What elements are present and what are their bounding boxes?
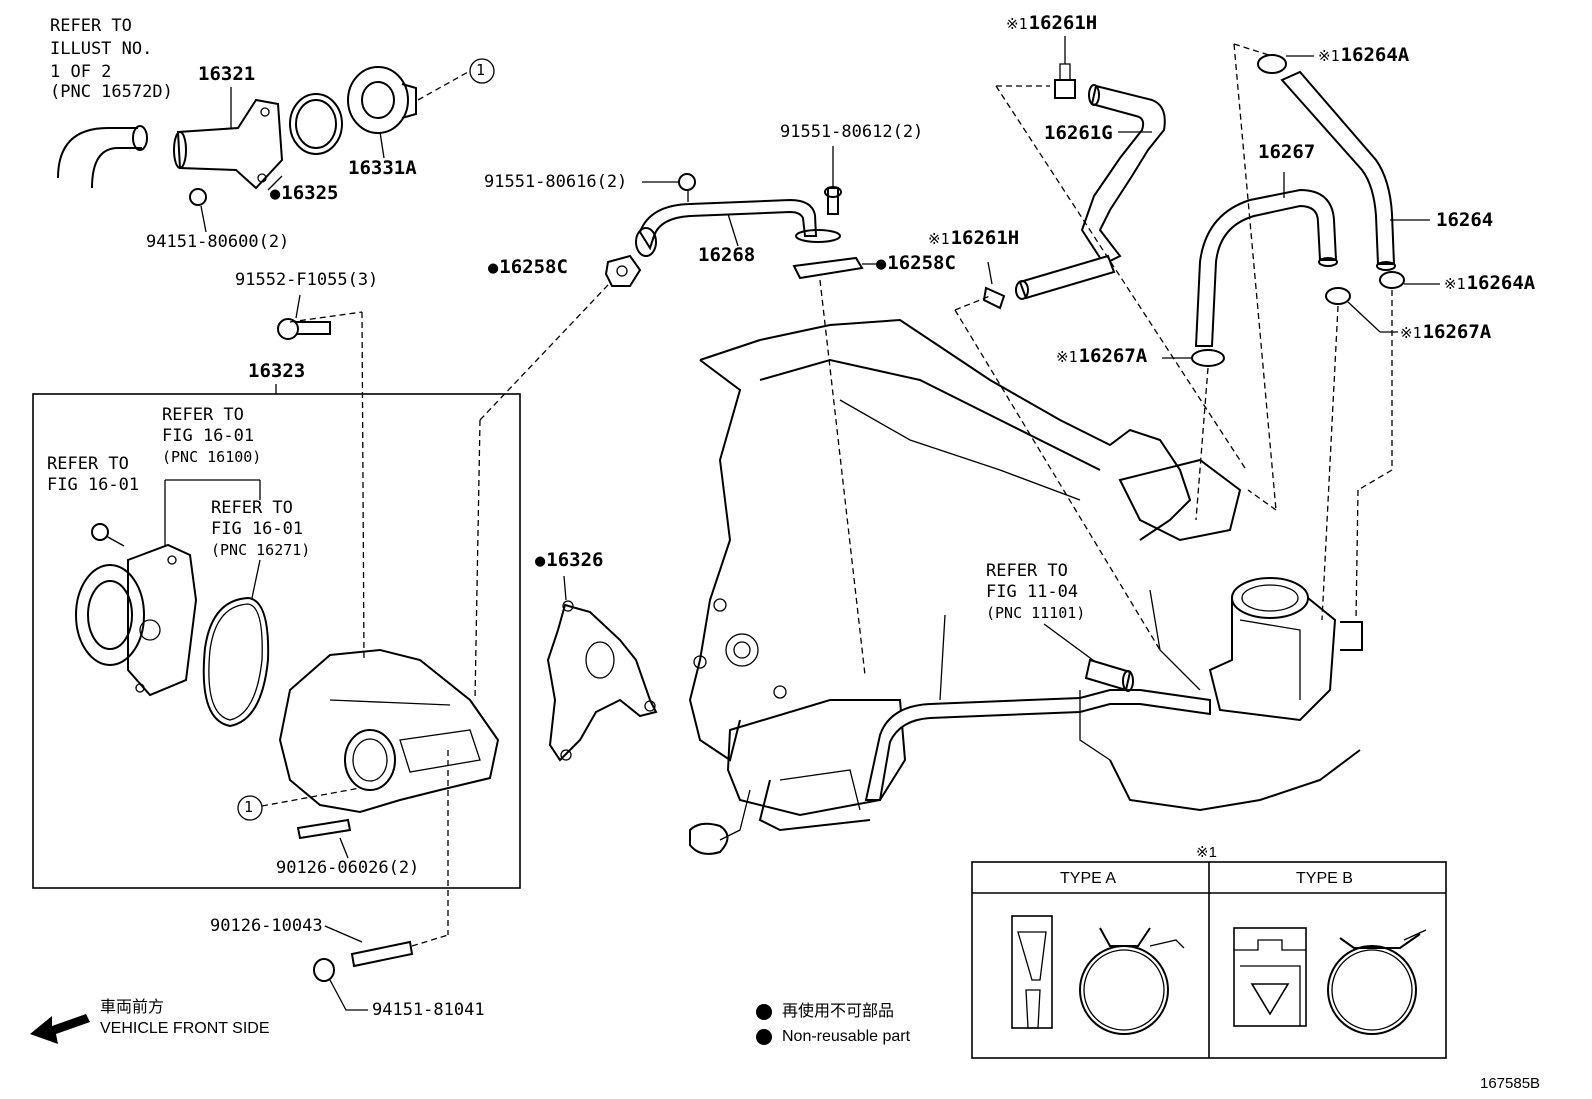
part-90126-06026[interactable]: 90126-06026(2) [276, 858, 420, 878]
ref-fig1601b-line2: FIG 16-01 [47, 475, 140, 495]
clamp-type-mark: ※1 [1196, 844, 1217, 861]
gasket-16326 [546, 575, 658, 762]
stud-90126-06026 [296, 818, 352, 859]
thermostat-16331A [347, 66, 469, 159]
clamp-16264A-top [1257, 54, 1314, 74]
part-16331A[interactable]: 16331A [348, 157, 417, 179]
pump-gasket-16271 [202, 596, 270, 728]
clamp-16267A-left [1162, 349, 1225, 367]
ref-fig1104-line3: (PNC 11101) [986, 604, 1086, 622]
non-reusable-en: Non-reusable part [782, 1028, 911, 1045]
part-91551-80616[interactable]: 91551-80616(2) [484, 172, 628, 192]
ref-illust-line3: 1 OF 2 [50, 62, 112, 82]
part-16323[interactable]: 16323 [248, 360, 306, 382]
hose-16264 [1280, 70, 1430, 271]
ref-fig1601c-line2: FIG 16-01 [211, 519, 304, 539]
ref-fig1601c-line3: (PNC 16271) [211, 541, 311, 559]
callout-circle-bottom [237, 795, 263, 821]
clamp-16264A-right [1379, 271, 1440, 289]
part-16261H-mid[interactable]: 16261H [928, 229, 1020, 248]
stud-90126-10043 [324, 925, 449, 968]
part-16264[interactable]: 16264 [1436, 209, 1494, 231]
figure-id: 167585B [1480, 1075, 1541, 1092]
vehicle-front-en: VEHICLE FRONT SIDE [100, 1020, 270, 1037]
ref-fig1104-line1: REFER TO [986, 561, 1068, 581]
legend-dot-icon [756, 1004, 772, 1020]
part-16261G[interactable]: 16261G [1044, 122, 1113, 144]
clamp-type-a-figure [1011, 915, 1185, 1035]
ref-illust-line2: ILLUST NO. [50, 39, 153, 59]
part-16267[interactable]: 16267 [1258, 141, 1316, 163]
vehicle-front-jp: 車両前方 [100, 999, 165, 1016]
clamp-16261H-top [1054, 36, 1076, 99]
part-94151-81041[interactable]: 94151-81041 [372, 1000, 485, 1020]
ref-fig1601b-line1: REFER TO [47, 454, 129, 474]
part-91551-80612[interactable]: 91551-80612(2) [780, 122, 924, 142]
part-94151-80600[interactable]: 94151-80600(2) [146, 232, 290, 252]
callout-circle-top [469, 58, 495, 84]
clamp-type-table [971, 861, 1447, 1059]
legend-dot-icon [756, 1029, 772, 1045]
pipe-stub [1084, 658, 1134, 692]
part-16258C-right[interactable]: 16258C [876, 254, 956, 273]
hose-short-16261H-side [1015, 254, 1116, 300]
clamp-type-a-label: TYPE A [1060, 870, 1117, 887]
radiator-hose-ref [57, 125, 148, 189]
ref-fig1601a-line2: FIG 16-01 [162, 426, 255, 446]
part-16264A-right[interactable]: 16264A [1444, 274, 1536, 293]
clamp-16261H-mid [982, 261, 1006, 310]
part-16264A-top[interactable]: 16264A [1318, 46, 1410, 65]
water-inlet-16321 [173, 87, 284, 190]
bolt-91551-80616 [642, 173, 696, 202]
water-pump-housing-16323 [278, 648, 500, 814]
part-16258C-left[interactable]: 16258C [488, 258, 568, 277]
part-16261H-top[interactable]: 16261H [1006, 14, 1098, 33]
part-91552-F1055[interactable]: 91552-F1055(3) [235, 270, 379, 290]
pump-bolt [91, 523, 125, 547]
vehicle-front-arrow-icon [30, 1014, 90, 1044]
bolt-91552-F1055 [277, 294, 331, 340]
callout-1-top: 1 [476, 61, 486, 79]
part-90126-10043[interactable]: 90126-10043 [210, 916, 323, 936]
clamp-type-b-label: TYPE B [1296, 870, 1353, 887]
part-16268[interactable]: 16268 [698, 244, 756, 266]
water-pump [75, 543, 198, 697]
intake-manifold [1109, 749, 1361, 812]
non-reusable-jp: 再使用不可部品 [782, 1003, 895, 1020]
gasket-16258C-left [604, 254, 642, 287]
bolt-91551-80612 [824, 146, 842, 215]
coolant-hose-lower [758, 689, 1211, 832]
bypass-pipe-16268 [635, 198, 841, 257]
hose-16261G [1080, 84, 1166, 266]
clamp-type-b-figure [1233, 927, 1427, 1035]
ref-illust-line1: REFER TO [50, 16, 132, 36]
callout-1-bottom: 1 [244, 798, 254, 816]
gasket-16258C-right [792, 256, 880, 280]
part-16267A-left[interactable]: 16267A [1056, 347, 1148, 366]
ref-fig1601a-line1: REFER TO [162, 405, 244, 425]
ref-fig1601c-line1: REFER TO [211, 498, 293, 518]
ref-fig1104-line2: FIG 11-04 [986, 582, 1079, 602]
hose-16267 [1194, 172, 1338, 347]
part-16325[interactable]: 16325 [270, 184, 338, 203]
bolt-94151-80600 [189, 188, 207, 233]
part-16326[interactable]: 16326 [535, 551, 603, 570]
engine-block [688, 318, 1192, 855]
part-16321[interactable]: 16321 [198, 63, 256, 85]
bolt-94151-81041 [313, 958, 368, 1011]
ref-illust-line4: (PNC 16572D) [50, 82, 173, 102]
ref-fig1601a-line3: (PNC 16100) [162, 448, 262, 466]
clamp-16267A-right [1325, 287, 1398, 333]
throttle-body [1118, 458, 1363, 722]
thermostat-gasket-16325 [289, 93, 343, 155]
part-16267A-right[interactable]: 16267A [1400, 323, 1492, 342]
